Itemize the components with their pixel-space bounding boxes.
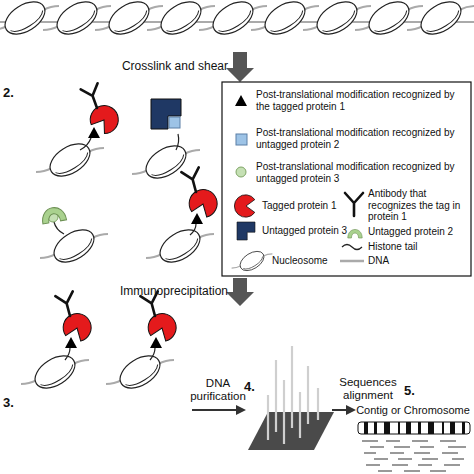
nucleosome [407, 0, 474, 41]
step-number: 4. [244, 380, 266, 395]
nucleosome [36, 137, 104, 182]
ptm-square [169, 117, 180, 128]
legend-text: Nucleosome [272, 255, 362, 267]
nucleosome [0, 0, 59, 41]
nucleosome [95, 0, 163, 41]
nucleosome [251, 0, 319, 41]
tagged-protein [186, 186, 221, 220]
histone-tail [150, 348, 155, 360]
tagged-protein [60, 310, 95, 344]
step-number: 5. [404, 384, 426, 399]
legend-untagged-protein-3 [237, 222, 255, 240]
nucleosome [147, 0, 215, 41]
histone-tail [80, 138, 91, 150]
tagged-protein [86, 100, 123, 137]
ptm-triangle [88, 127, 100, 138]
step-caption: Immunoprecipitation [90, 285, 228, 299]
histone-tail [65, 348, 70, 360]
antibody-symbol [81, 83, 106, 111]
step-caption: Crosslink and shear [96, 60, 228, 74]
antibody-symbol [181, 167, 204, 194]
untagged-protein-2 [40, 206, 66, 224]
arrow-head [346, 405, 356, 415]
step-arrow [332, 409, 348, 411]
legend-box [222, 82, 471, 276]
step-arrow [192, 409, 238, 411]
histone-tail [190, 224, 196, 235]
step-number: 3. [3, 396, 25, 411]
legend-text: DNA [368, 255, 468, 267]
untagged-protein-3 [151, 99, 181, 129]
nucleosome [106, 349, 174, 394]
legend-untagged-protein-2 [348, 229, 362, 238]
nucleosome [43, 0, 111, 41]
read-peaks [268, 346, 318, 444]
nucleosome [146, 223, 214, 268]
step-number: 2. [3, 86, 25, 101]
legend-histone-tail [342, 245, 362, 250]
tagged-protein [145, 310, 180, 344]
chromosome [358, 422, 470, 434]
legend-text: Post-translational modification recogniz… [256, 89, 466, 112]
nucleosome [21, 349, 89, 394]
legend-triangle [235, 95, 247, 106]
legend-text: Post-translational modification recogniz… [256, 161, 466, 184]
legend-dna [340, 260, 364, 263]
step-caption: DNA purification [186, 377, 250, 403]
nucleosome [303, 0, 371, 41]
step-caption: Sequences alignment [332, 376, 404, 402]
legend-text: Histone tail [368, 241, 468, 253]
legend-text: Tagged protein 1 [262, 200, 358, 212]
ptm-triangle [191, 213, 203, 224]
legend-square [236, 134, 247, 145]
step-arrow [226, 278, 254, 306]
nucleosome [199, 0, 267, 41]
legend-nucleosome [232, 247, 273, 274]
legend-text: Untagged protein 2 [368, 226, 468, 238]
histone-tail [176, 134, 179, 150]
ptm-triangle [65, 337, 77, 348]
legend-text: Antibody that recognizes the tag in prot… [368, 188, 468, 223]
step-arrow [226, 52, 254, 82]
legend-text: Post-translational modification recogniz… [256, 127, 466, 150]
legend-tagged-protein [234, 195, 254, 217]
result-caption: Contig or Chromosome [354, 404, 472, 417]
chromosome-bands [364, 422, 465, 434]
ptm-triangle [150, 337, 162, 348]
nucleosome [355, 0, 423, 41]
histone-tail [54, 222, 64, 234]
arrow-head [236, 405, 246, 415]
aligned-reads [362, 441, 466, 471]
legend-antibody [345, 193, 363, 216]
legend-circle [236, 167, 246, 177]
legend-text: Untagged protein 3 [262, 225, 358, 237]
nucleosome [40, 223, 108, 268]
antibody-symbol [55, 291, 78, 318]
